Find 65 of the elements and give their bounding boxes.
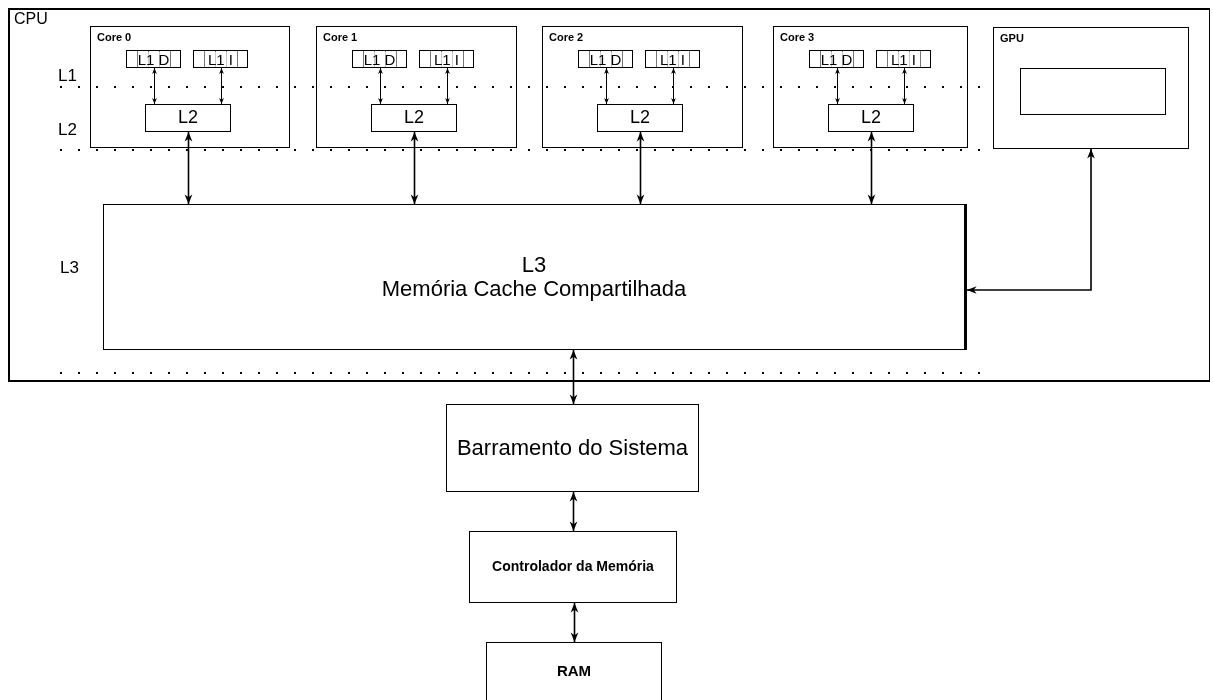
arrow bbox=[867, 131, 876, 205]
box-label: L1 D bbox=[137, 51, 170, 67]
cpu-frame bbox=[8, 8, 1210, 382]
arrow bbox=[604, 67, 609, 105]
box-label: Controlador da Memória bbox=[492, 559, 654, 575]
arrow bbox=[184, 131, 193, 205]
cache-box bbox=[828, 104, 914, 132]
box-title: Core 3 bbox=[780, 31, 815, 44]
controller-box bbox=[469, 531, 677, 603]
arrow bbox=[445, 67, 450, 105]
cache-box bbox=[352, 50, 407, 68]
box-label: Barramento do Sistema bbox=[456, 435, 689, 461]
cache-box bbox=[419, 50, 474, 68]
cache-box bbox=[578, 50, 633, 68]
core-box bbox=[542, 26, 743, 148]
cache-level-title: L3 bbox=[521, 252, 547, 277]
box-label: L1 I bbox=[891, 51, 916, 67]
level-label: L2 bbox=[58, 120, 77, 140]
cache-box bbox=[645, 50, 700, 68]
arrow bbox=[966, 148, 1095, 294]
memory-box bbox=[486, 642, 662, 700]
box-label: L1 D bbox=[363, 51, 396, 67]
arrow bbox=[636, 131, 645, 205]
cache-box bbox=[126, 50, 181, 68]
box-title: Core 2 bbox=[549, 31, 584, 44]
arrow bbox=[569, 491, 578, 532]
box-label: L2 bbox=[404, 108, 424, 128]
cache-box bbox=[371, 104, 457, 132]
box-title: Core 1 bbox=[323, 31, 358, 44]
core-box bbox=[316, 26, 517, 148]
gpu-box bbox=[993, 27, 1189, 149]
box-label: RAM bbox=[556, 663, 592, 680]
box-label: L2 bbox=[178, 108, 198, 128]
cache-box bbox=[597, 104, 683, 132]
arrow bbox=[219, 67, 224, 105]
cache-box bbox=[145, 104, 231, 132]
cache-box bbox=[876, 50, 931, 68]
box-label: L1 D bbox=[820, 51, 853, 67]
bus-box bbox=[446, 404, 699, 492]
box-title: GPU bbox=[1000, 32, 1024, 45]
box-label: L1 I bbox=[208, 51, 233, 67]
cache-box bbox=[103, 204, 967, 350]
arrow bbox=[152, 67, 157, 105]
arrow bbox=[410, 131, 419, 205]
box-label: L1 I bbox=[660, 51, 685, 67]
box-title: CPU bbox=[14, 10, 48, 28]
level-label: L1 bbox=[58, 66, 77, 86]
box-label: Memória Cache Compartilhada bbox=[381, 277, 687, 302]
arrow bbox=[378, 67, 383, 105]
arrow bbox=[569, 349, 578, 405]
graphics-box bbox=[1020, 68, 1166, 115]
cache-box bbox=[809, 50, 864, 68]
core-box bbox=[773, 26, 968, 148]
arrow bbox=[671, 67, 676, 105]
arrow bbox=[835, 67, 840, 105]
arrow bbox=[902, 67, 907, 105]
level-label: L3 bbox=[60, 258, 79, 278]
box-label: L2 bbox=[630, 108, 650, 128]
box-title: Core 0 bbox=[97, 31, 132, 44]
box-label: L1 D bbox=[589, 51, 622, 67]
box-label: L2 bbox=[861, 108, 881, 128]
cache-box bbox=[193, 50, 248, 68]
arrow bbox=[570, 602, 579, 643]
box-label: L1 I bbox=[434, 51, 459, 67]
core-box bbox=[90, 26, 290, 148]
